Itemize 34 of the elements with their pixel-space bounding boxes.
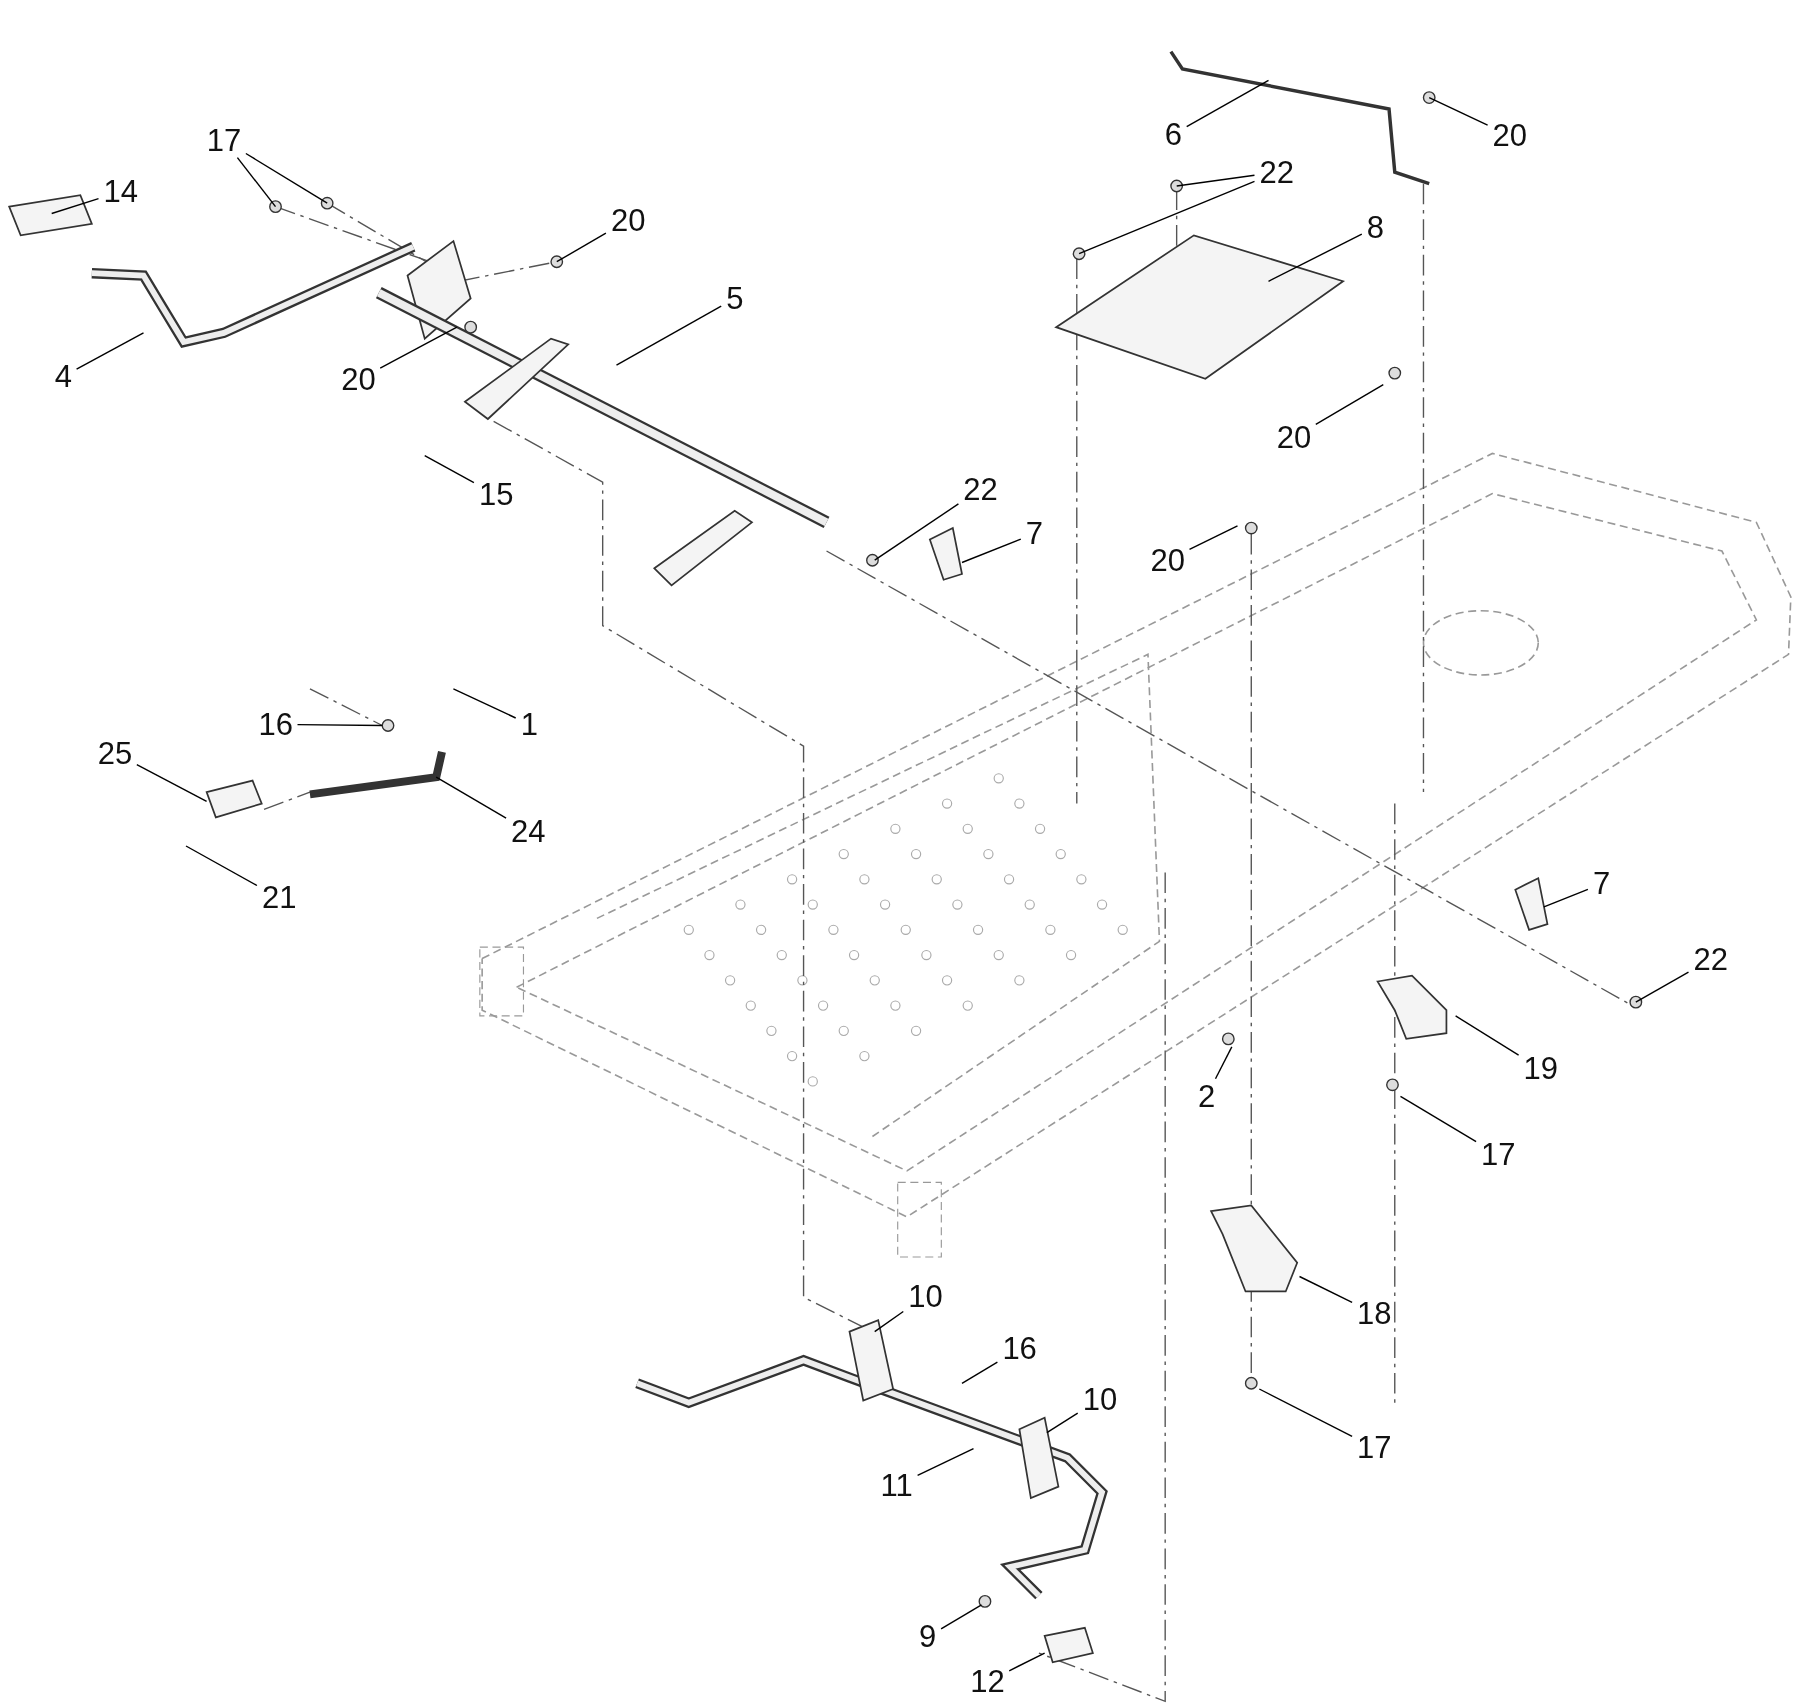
leader-line [615,305,722,366]
leader-line [1315,383,1384,426]
leader-line [236,156,277,208]
leader-line [1214,1046,1233,1080]
leader-line [185,845,258,887]
leader-line [1635,971,1690,1003]
leader-line [1188,525,1239,551]
leader-line [874,1310,904,1333]
leader-line [916,1448,975,1477]
leader-line [1543,888,1589,908]
leader-line [1046,1412,1079,1434]
leader-line [424,455,475,484]
leader-line [1008,1652,1046,1672]
leader-line [1258,1388,1353,1438]
leader-line [961,1361,999,1384]
leader-line [1454,1015,1520,1056]
leader-line [1078,180,1256,255]
leader-line [556,232,607,263]
leader-line [435,776,507,819]
leader-line [1428,96,1489,126]
leader-line [296,723,383,727]
leader-line [452,688,517,719]
leader-line [940,1604,983,1630]
leader-line [961,538,1022,564]
leader-line [874,503,960,561]
leader-line [1176,174,1256,187]
leader-line [379,326,458,369]
leader-line [1298,1275,1353,1304]
leader-line [1267,233,1363,282]
leader-line [1399,1095,1477,1143]
leader-line [245,152,328,204]
leader-line [75,332,145,370]
leader-line [136,763,208,802]
leader-line [1186,79,1270,128]
